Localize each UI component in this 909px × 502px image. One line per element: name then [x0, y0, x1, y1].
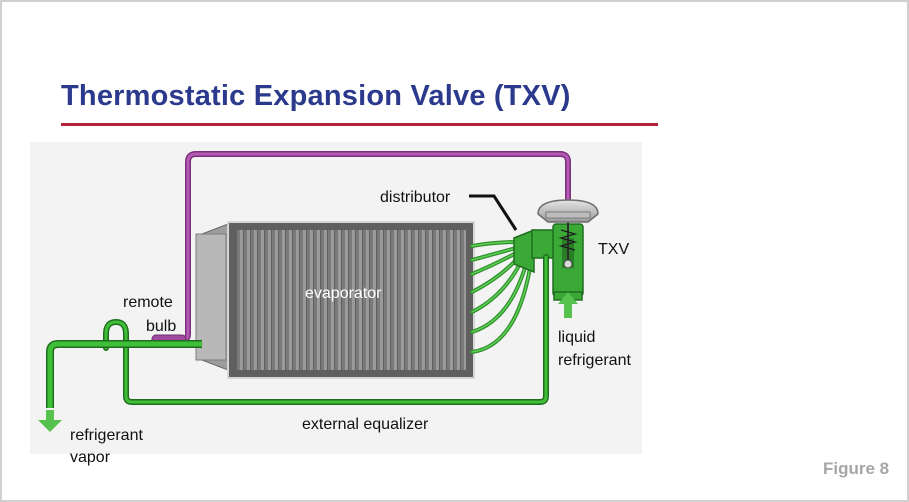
label-evaporator: evaporator	[305, 285, 382, 302]
label-txv: TXV	[598, 241, 629, 258]
txv-head	[537, 199, 599, 223]
label-refrigerant-out: refrigerant	[70, 427, 143, 444]
label-refrigerant-in: refrigerant	[558, 352, 631, 369]
figure-label: Figure 8	[823, 459, 890, 478]
slide-title: Thermostatic Expansion Valve (TXV)	[61, 80, 571, 112]
distributor-leader-line	[469, 194, 518, 231]
label-vapor: vapor	[70, 449, 111, 466]
label-remote: remote	[123, 294, 173, 311]
title-underline	[61, 123, 658, 126]
label-distributor: distributor	[380, 189, 451, 206]
label-external-equalizer: external equalizer	[302, 416, 429, 433]
label-bulb: bulb	[146, 318, 176, 335]
distributor	[513, 228, 535, 274]
label-liquid: liquid	[558, 329, 595, 346]
vapor-out-arrow	[38, 410, 62, 432]
txv-spring	[558, 229, 578, 251]
evaporator-fins	[236, 230, 466, 370]
liquid-in-arrow	[558, 292, 578, 318]
